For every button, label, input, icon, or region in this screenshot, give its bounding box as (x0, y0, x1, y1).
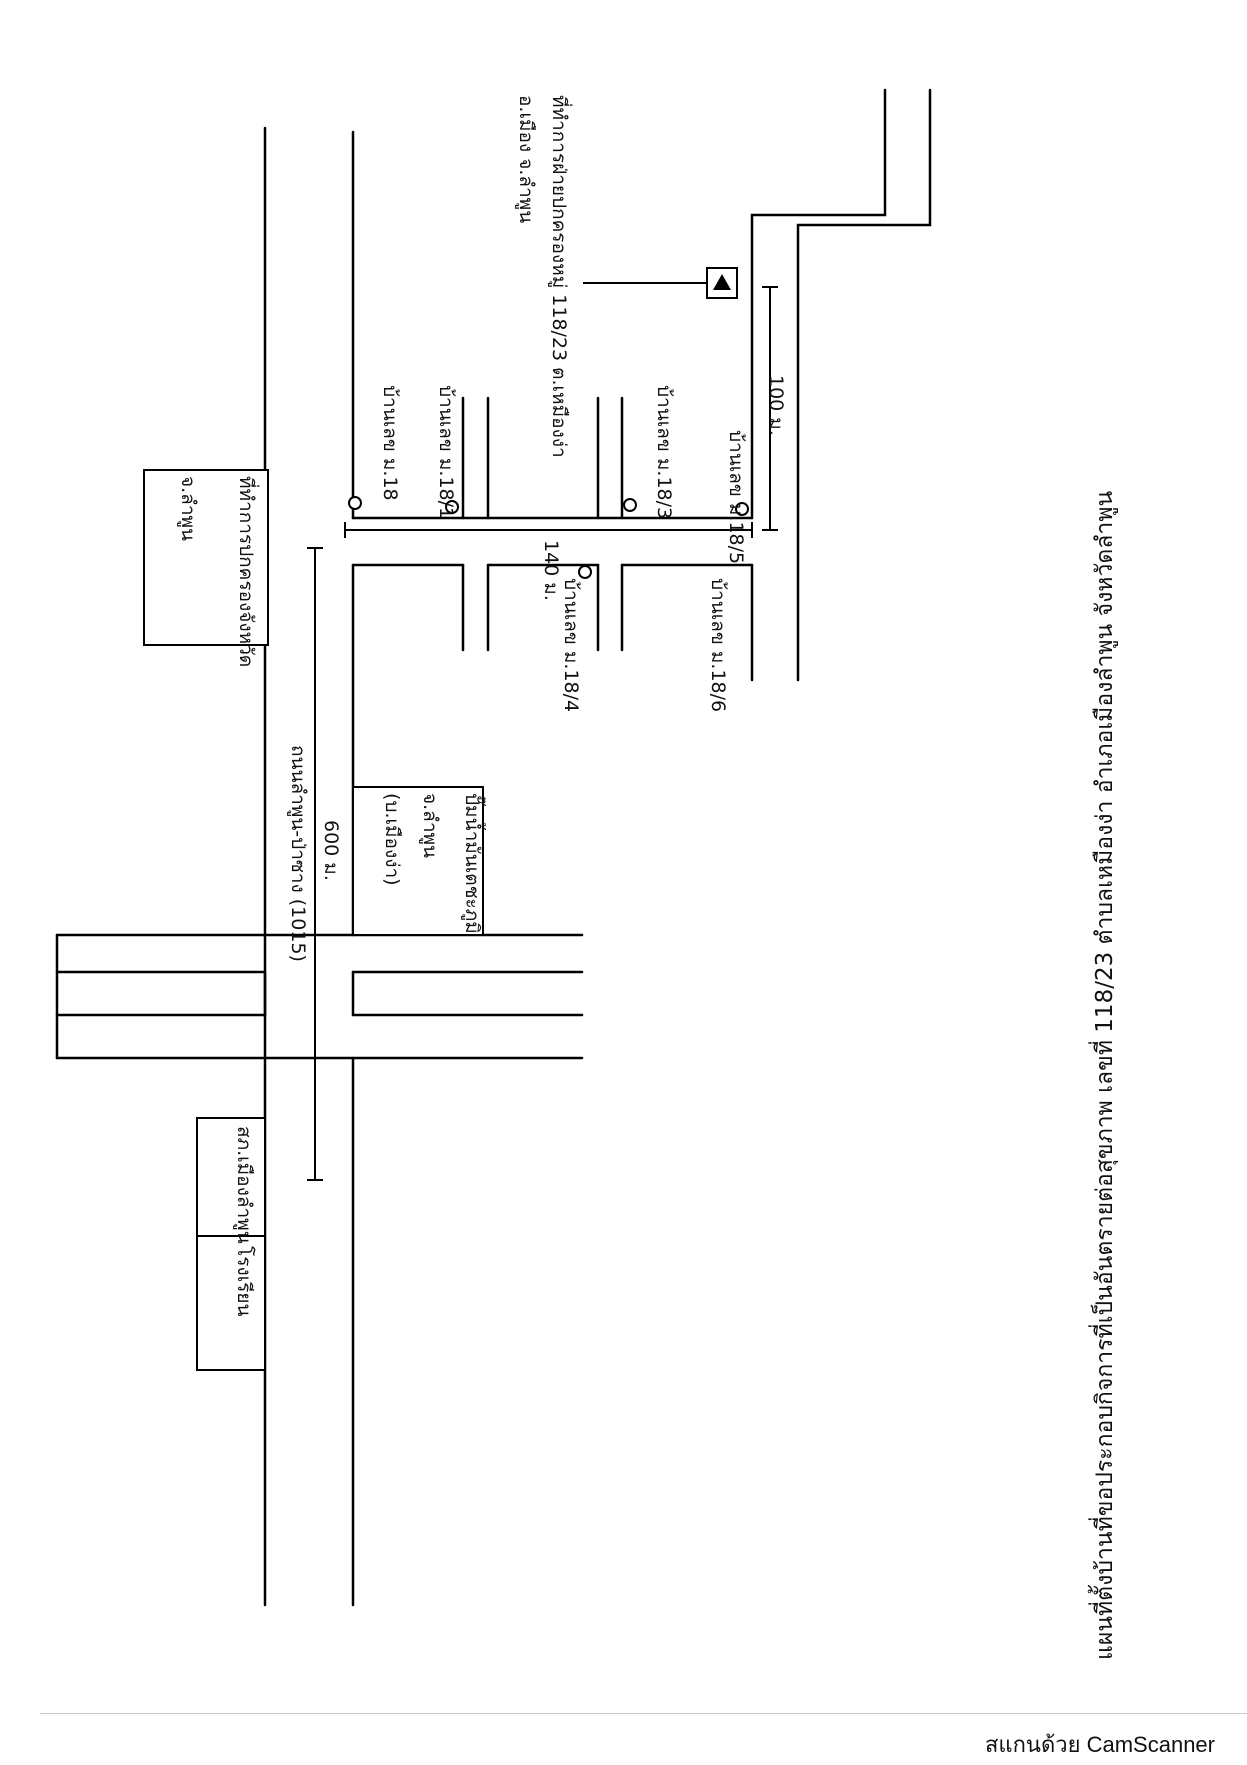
landmark-boxes (143, 469, 484, 1371)
distance-100: 100 ม. (765, 375, 787, 436)
landmark-office-line1: ที่ทำการปกครองจังหวัด (235, 476, 260, 667)
house-marker-h2 (348, 496, 362, 510)
main-road-label: ถนนลำพูน-ป่าซาง (1015) (287, 745, 309, 962)
footer-divider (40, 1713, 1247, 1714)
house-label-h4: บ้านเลข ม.18/3 (653, 385, 675, 519)
house-label-h5: บ้านเลข ม.18/4 (560, 578, 582, 712)
landmark-hospital-line1: ปั๊มน้ำมันเตชะภูมิ (461, 793, 486, 934)
landmark-box-hospital (352, 786, 484, 936)
target-house-marker (583, 267, 738, 299)
house-marker-h3 (735, 502, 749, 516)
house-marker-h4 (623, 498, 637, 512)
landmark-hospital-line3: (บ.เมืองง่า) (381, 793, 403, 886)
house-marker-h1 (445, 500, 459, 514)
north-road-west-edge (750, 88, 887, 520)
office-label-line1: ที่ทำการฝ่ายปกครองหมู่ 118/23 ต.เหมืองง่… (548, 95, 573, 458)
house-label-h3: บ้านเลข ม.18/5 (725, 430, 747, 564)
house-markers (348, 496, 749, 579)
north-road-east-edge (796, 88, 932, 682)
map-title: แผนที่ตั้งบ้านที่ขอประกอบกิจการที่เป็นอั… (1088, 491, 1118, 1660)
distance-140: 140 ม. (540, 540, 562, 601)
map-labels: แผนที่ตั้งบ้านที่ขอประกอบกิจการที่เป็นอั… (177, 95, 1215, 1757)
road-lines (55, 88, 932, 1607)
house-label-h1: บ้านเลข ม.18/1 (435, 385, 457, 519)
office-label-line2: อ.เมือง จ.ลำพูน (515, 95, 537, 223)
house-label-h2: บ้านเลข ม.18 (379, 385, 401, 501)
landmark-box-police (196, 1117, 266, 1237)
dimension-lines (307, 286, 778, 1181)
distance-600: 600 ม. (320, 820, 342, 881)
house-marker-h5 (578, 565, 592, 579)
landmark-box-office (143, 469, 269, 646)
landmark-office-line2: จ.ลำพูน (177, 476, 199, 541)
flag-icon (713, 274, 731, 290)
house-label-h6: บ้านเลข ม.18/6 (707, 578, 729, 712)
landmark-box-school (196, 1235, 266, 1371)
landmark-police-label: สภ.เมืองลำพูน (233, 1126, 255, 1244)
landmark-school-label: โรงเรียน (233, 1246, 256, 1317)
landmark-hospital-line2: จ.ลำพูน (419, 793, 441, 858)
scanner-footer: สแกนด้วย CamScanner (985, 1732, 1215, 1757)
